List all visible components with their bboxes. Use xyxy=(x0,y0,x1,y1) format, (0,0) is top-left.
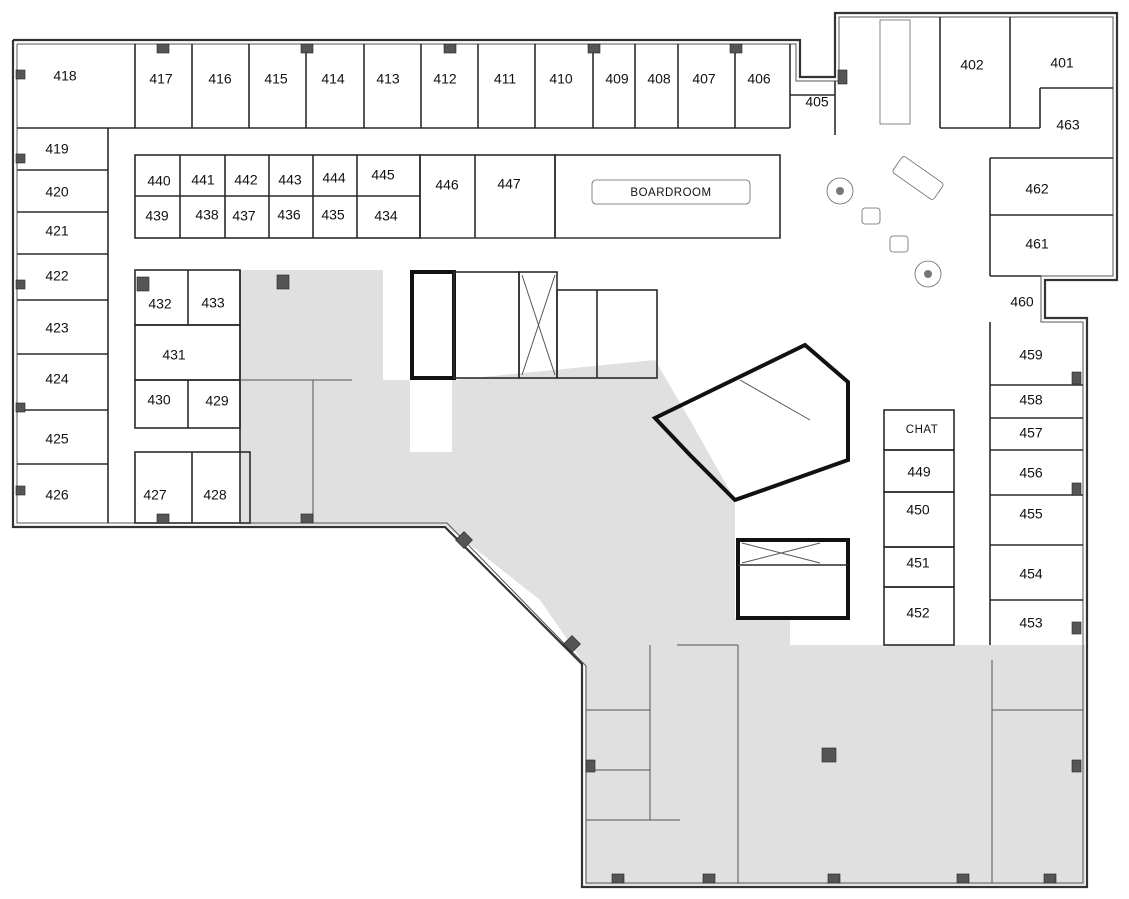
room-424-label: 424 xyxy=(45,371,69,387)
room-450-label: 450 xyxy=(906,502,930,518)
interior-offices-walls xyxy=(134,154,781,239)
right-offices-walls xyxy=(883,322,1083,646)
lower-partitions xyxy=(240,379,1083,883)
room-422-label: 422 xyxy=(45,268,69,284)
room-423-label: 423 xyxy=(45,320,69,336)
room-434-label: 434 xyxy=(374,208,398,224)
room-408-label: 408 xyxy=(647,71,671,87)
room-446-label: 446 xyxy=(435,177,459,193)
room-439-label: 439 xyxy=(145,208,169,224)
room-458-label: 458 xyxy=(1019,392,1043,408)
top-right-walls xyxy=(939,17,1113,277)
room-401-label: 401 xyxy=(1050,55,1074,71)
room-461-label: 461 xyxy=(1025,236,1049,252)
room-457-label: 457 xyxy=(1019,425,1043,441)
room-453-label: 453 xyxy=(1019,615,1043,631)
room-462-label: 462 xyxy=(1025,181,1049,197)
room-430-label: 430 xyxy=(147,392,171,408)
unfinished-areas xyxy=(240,270,1085,885)
room-443-label: 443 xyxy=(278,172,302,188)
chat-label: CHAT xyxy=(906,424,938,436)
room-437-label: 437 xyxy=(232,208,256,224)
room-429-label: 429 xyxy=(205,393,229,409)
room-427-label: 427 xyxy=(143,487,167,503)
room-428-label: 428 xyxy=(203,487,227,503)
room-454-label: 454 xyxy=(1019,566,1043,582)
room-411-label: 411 xyxy=(494,71,517,87)
room-452-label: 452 xyxy=(906,605,930,621)
room-416-label: 416 xyxy=(208,71,232,87)
top-offices-walls xyxy=(17,44,836,135)
room-459-label: 459 xyxy=(1019,347,1043,363)
structural-columns xyxy=(15,43,1082,884)
building-shell xyxy=(11,11,1119,889)
room-432-label: 432 xyxy=(148,296,172,312)
room-435-label: 435 xyxy=(321,207,345,223)
room-426-label: 426 xyxy=(45,487,69,503)
room-460-label: 460 xyxy=(1010,294,1034,310)
room-445-label: 445 xyxy=(371,167,395,183)
room-419-label: 419 xyxy=(45,141,69,157)
room-451-label: 451 xyxy=(906,555,930,571)
room-402-label: 402 xyxy=(960,57,984,73)
room-433-label: 433 xyxy=(201,295,225,311)
room-414-label: 414 xyxy=(321,71,345,87)
room-436-label: 436 xyxy=(277,207,301,223)
room-410-label: 410 xyxy=(549,71,573,87)
room-455-label: 455 xyxy=(1019,506,1043,522)
room-441-label: 441 xyxy=(191,172,215,188)
room-417-label: 417 xyxy=(149,71,173,87)
building-core xyxy=(410,270,850,620)
boardroom-table xyxy=(591,179,751,205)
room-413-label: 413 xyxy=(376,71,400,87)
room-463-label: 463 xyxy=(1056,117,1080,133)
left-offices-walls xyxy=(17,128,109,523)
room-438-label: 438 xyxy=(195,207,219,223)
room-456-label: 456 xyxy=(1019,465,1043,481)
lounge-furniture xyxy=(826,19,944,288)
room-431-label: 431 xyxy=(162,347,186,363)
room-415-label: 415 xyxy=(264,71,288,87)
room-409-label: 409 xyxy=(605,71,629,87)
room-406-label: 406 xyxy=(747,71,771,87)
room-421-label: 421 xyxy=(45,223,69,239)
lower-left-walls xyxy=(134,269,251,524)
room-425-label: 425 xyxy=(45,431,69,447)
room-labels: 401 402 405 406 407 408 409 410 411 412 … xyxy=(45,55,1080,631)
room-405-label: 405 xyxy=(805,94,829,110)
room-418-label: 418 xyxy=(53,68,77,84)
room-447-label: 447 xyxy=(497,176,521,192)
room-440-label: 440 xyxy=(147,173,171,189)
room-449-label: 449 xyxy=(907,464,931,480)
room-442-label: 442 xyxy=(234,172,258,188)
room-444-label: 444 xyxy=(322,170,346,186)
room-412-label: 412 xyxy=(433,71,457,87)
room-420-label: 420 xyxy=(45,184,69,200)
room-407-label: 407 xyxy=(692,71,716,87)
boardroom-label: BOARDROOM xyxy=(630,187,711,199)
